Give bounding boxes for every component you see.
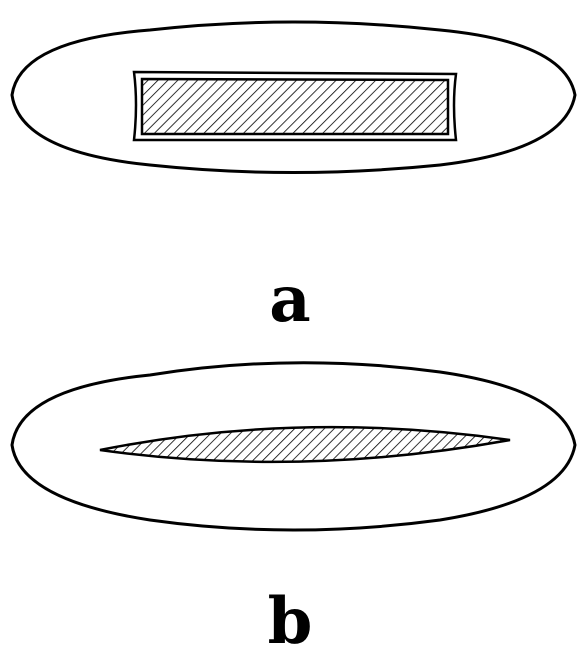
panel-a [10, 20, 577, 174]
slit-inner-a [140, 77, 450, 136]
panel-b-label: b [267, 584, 313, 659]
slit-b [99, 425, 511, 464]
panel-b [10, 361, 577, 532]
panel-a-label: a [269, 262, 311, 337]
